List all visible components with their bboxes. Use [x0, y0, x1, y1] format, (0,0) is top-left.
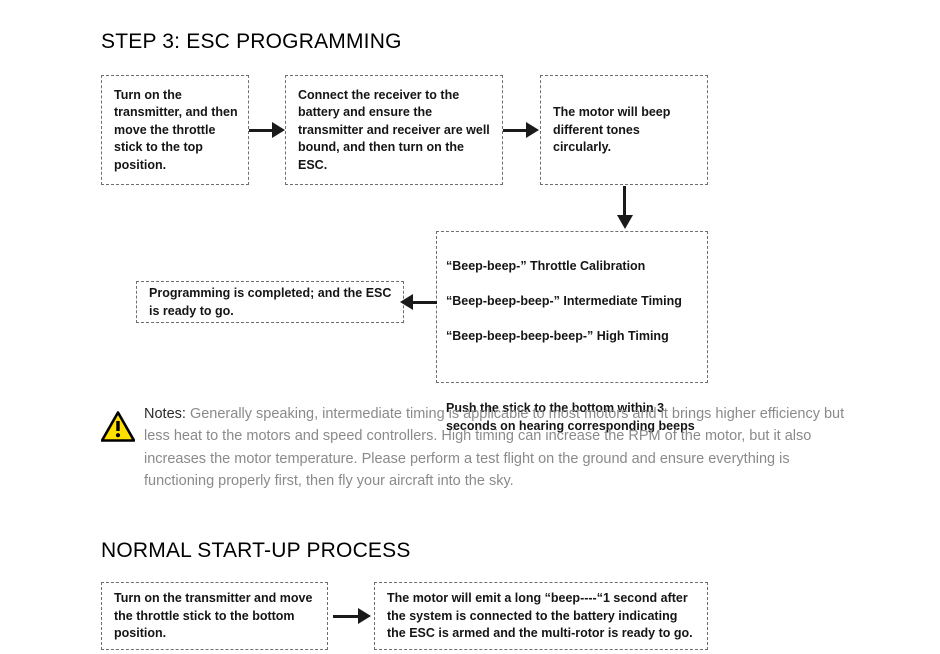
arrow-right-icon-shaft-1	[249, 129, 273, 132]
flow-box-startup-transmitter: Turn on the transmitter and move the thr…	[101, 582, 328, 650]
section-heading-startup: NORMAL START-UP PROCESS	[101, 539, 411, 562]
arrow-left-icon-shaft	[413, 301, 437, 304]
flow-box-text: Turn on the transmitter, and then move t…	[114, 87, 238, 172]
notes-label: Notes:	[144, 406, 186, 422]
beep-line-throttle-calibration: “Beep-beep-” Throttle Calibration	[446, 258, 646, 273]
flow-box-turn-on-transmitter: Turn on the transmitter, and then move t…	[101, 75, 249, 185]
beep-line-intermediate-timing: “Beep-beep-beep-” Intermediate Timing	[446, 293, 682, 308]
flow-box-text: Turn on the transmitter and move the thr…	[114, 591, 313, 641]
beep-line-high-timing: “Beep-beep-beep-beep-” High Timing	[446, 328, 669, 343]
spacer	[446, 363, 701, 383]
flow-box-text: The motor will emit a long “beep----“1 s…	[387, 591, 693, 641]
arrow-right-icon-head-1	[272, 122, 285, 138]
flow-box-connect-receiver: Connect the receiver to the battery and …	[285, 75, 503, 185]
warning-triangle-icon	[101, 411, 135, 442]
arrow-right-icon-head-3	[358, 608, 371, 624]
flow-box-motor-beeps: The motor will beep different tones circ…	[540, 75, 708, 185]
flow-box-programming-completed: Programming is completed; and the ESC is…	[136, 281, 404, 323]
flow-box-startup-motor-beep: The motor will emit a long “beep----“1 s…	[374, 582, 708, 650]
beep-instruction-text: Push the stick to the bottom within 3 se…	[446, 401, 695, 433]
section-heading-step3: STEP 3: ESC PROGRAMMING	[101, 30, 402, 53]
flow-box-beep-tone-table: “Beep-beep-” Throttle Calibration “Beep-…	[436, 231, 708, 433]
notes-body: Generally speaking, intermediate timing …	[144, 406, 845, 489]
flow-box-text: The motor will beep different tones circ…	[553, 105, 671, 155]
notes-text: Notes: Generally speaking, intermediate …	[144, 403, 856, 492]
arrow-down-icon-shaft	[623, 186, 626, 218]
arrow-down-icon-head	[617, 215, 633, 229]
arrow-left-icon-head	[400, 294, 413, 310]
arrow-right-icon-head-2	[526, 122, 539, 138]
flow-box-text: Programming is completed; and the ESC is…	[149, 286, 392, 318]
arrow-right-icon-shaft-3	[333, 615, 361, 618]
arrow-right-icon-shaft-2	[503, 129, 527, 132]
flow-box-text: Connect the receiver to the battery and …	[298, 87, 490, 172]
